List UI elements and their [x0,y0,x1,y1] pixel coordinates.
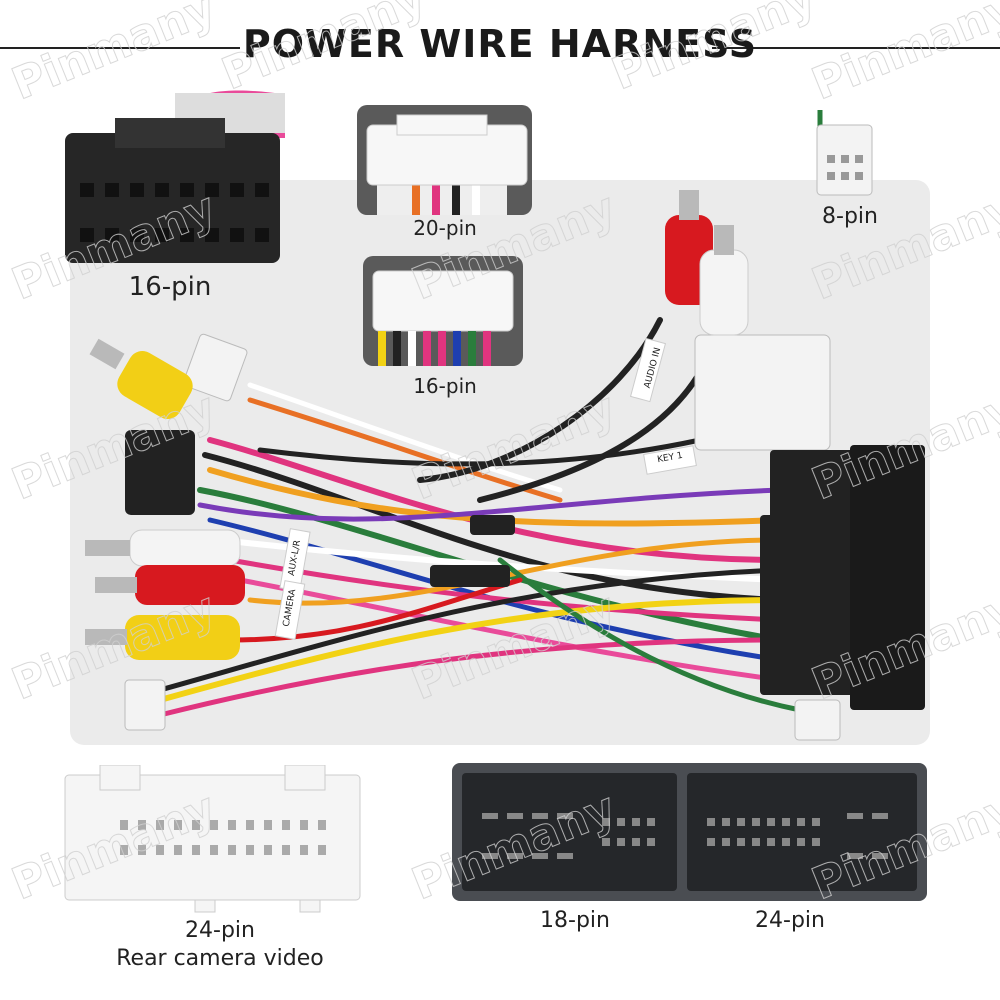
rca-white-mid [85,529,241,567]
tag-audio-in [629,337,667,403]
connector-16pin-white-photo [363,256,523,366]
label-24pin-bottom-right: 24-pin [755,908,825,933]
label-24pin-bottom-left: 24-pin [185,918,255,943]
connector-18pin-24pin-black [452,763,927,901]
label-16pin-top-left: 16-pin [128,272,212,302]
rca-yellow-bottom [85,615,240,660]
connector-16pin-black [65,90,285,263]
connector-20pin-photo [357,105,532,215]
connector-8pin [816,110,873,196]
label-20pin: 20-pin [413,216,477,240]
label-rear-camera-video: Rear camera video [116,946,324,971]
rca-yellow-top [89,338,193,420]
title-rule-left [0,47,240,49]
tag-key1 [643,445,697,475]
page-title: POWER WIRE HARNESS [242,22,758,66]
tag-camera [274,580,306,640]
rca-audio-in-white [699,225,749,336]
label-8pin: 8-pin [822,204,878,229]
rca-red-mid [95,565,245,605]
label-16pin-middle: 16-pin [413,374,477,398]
label-18pin: 18-pin [540,908,610,933]
connector-24pin-white [64,765,361,913]
title-rule-right [712,47,1000,49]
